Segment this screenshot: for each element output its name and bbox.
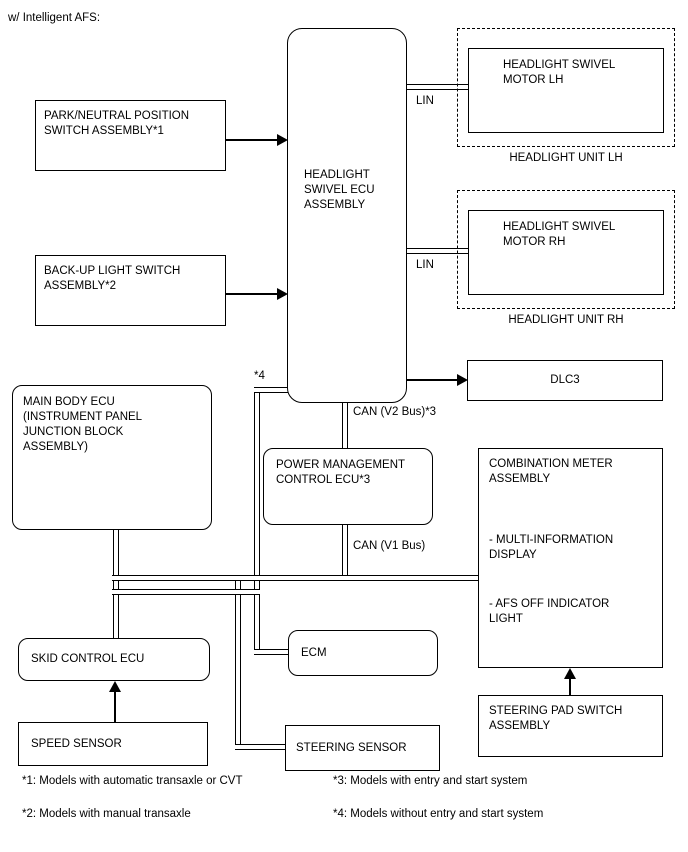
headlight-swivel-motor-lh-box: HEADLIGHT SWIVEL MOTOR LH (468, 48, 664, 133)
headlight-unit-rh-outline (457, 190, 675, 309)
power-management-control-ecu-box: POWER MANAGEMENT CONTROL ECU*3 (263, 448, 433, 525)
combination-meter-title: COMBINATION METER ASSEMBLY (489, 458, 613, 485)
wire-can-bus-upper (112, 575, 478, 581)
headlight-unit-lh-outline (457, 28, 675, 147)
arrow-right-icon (277, 134, 288, 146)
steering-pad-switch-box: STEERING PAD SWITCH ASSEMBLY (478, 695, 663, 757)
headlight-swivel-motor-rh-box: HEADLIGHT SWIVEL MOTOR RH (468, 210, 664, 295)
wire-steering-pad-to-meter (569, 677, 571, 695)
park-neutral-position-switch-box: PARK/NEUTRAL POSITION SWITCH ASSEMBLY*1 (35, 100, 226, 171)
ecm-box: ECM (288, 630, 438, 676)
multi-information-display-item: - MULTI-INFORMATION DISPLAY (489, 534, 614, 561)
wire-lin-rh (406, 248, 468, 254)
diagram-title: w/ Intelligent AFS: (8, 12, 101, 24)
wire-note4-horizontal (254, 387, 288, 393)
wire-can-v2-vertical (342, 402, 348, 449)
arrow-up-icon (109, 681, 121, 692)
arrow-right-icon (277, 288, 288, 300)
speed-sensor-box: SPEED SENSOR (18, 722, 208, 766)
combination-meter-box: COMBINATION METER ASSEMBLY - MULTI-INFOR… (478, 448, 663, 668)
wire-main-body-to-skid (113, 529, 119, 639)
headlight-unit-lh-label: HEADLIGHT UNIT LH (509, 152, 623, 164)
note4-wire-tag: *4 (254, 370, 265, 382)
footnote-1: *1: Models with automatic transaxle or C… (22, 775, 243, 787)
wire-can-bus-lower (112, 589, 260, 595)
skid-control-ecu-box: SKID CONTROL ECU (18, 638, 210, 681)
footnote-4: *4: Models without entry and start syste… (333, 808, 544, 820)
wire-park-neutral-to-ecu (226, 139, 279, 141)
steering-sensor-box: STEERING SENSOR (285, 725, 440, 771)
can-v2-bus-label: CAN (V2 Bus)*3 (353, 406, 437, 418)
lin-label-rh: LIN (416, 259, 434, 271)
wire-backup-light-to-ecu (226, 293, 279, 295)
headlight-unit-rh-label: HEADLIGHT UNIT RH (508, 314, 624, 326)
wire-ecm-connector (254, 649, 289, 655)
footnote-3: *3: Models with entry and start system (333, 775, 528, 787)
wire-steering-sensor-connector (235, 744, 286, 750)
can-v1-bus-label: CAN (V1 Bus) (353, 540, 426, 552)
footnote-2: *2: Models with manual transaxle (22, 808, 191, 820)
arrow-up-icon (564, 668, 576, 679)
afs-off-indicator-item: - AFS OFF INDICATOR LIGHT (489, 598, 610, 625)
headlight-swivel-ecu-box: HEADLIGHT SWIVEL ECU ASSEMBLY (287, 28, 407, 403)
wire-ecu-to-dlc3 (407, 379, 459, 381)
wire-steering-sensor-vertical (235, 575, 241, 750)
dlc3-box: DLC3 (467, 360, 663, 401)
backup-light-switch-box: BACK-UP LIGHT SWITCH ASSEMBLY*2 (35, 255, 226, 326)
wire-can-v1-vertical (342, 524, 348, 581)
wire-note4-vertical (254, 387, 260, 655)
wire-speed-sensor-to-skid (114, 690, 116, 722)
arrow-right-icon (457, 374, 468, 386)
wire-lin-lh (406, 84, 468, 90)
main-body-ecu-box: MAIN BODY ECU (INSTRUMENT PANEL JUNCTION… (12, 385, 212, 530)
lin-label-lh: LIN (416, 95, 434, 107)
